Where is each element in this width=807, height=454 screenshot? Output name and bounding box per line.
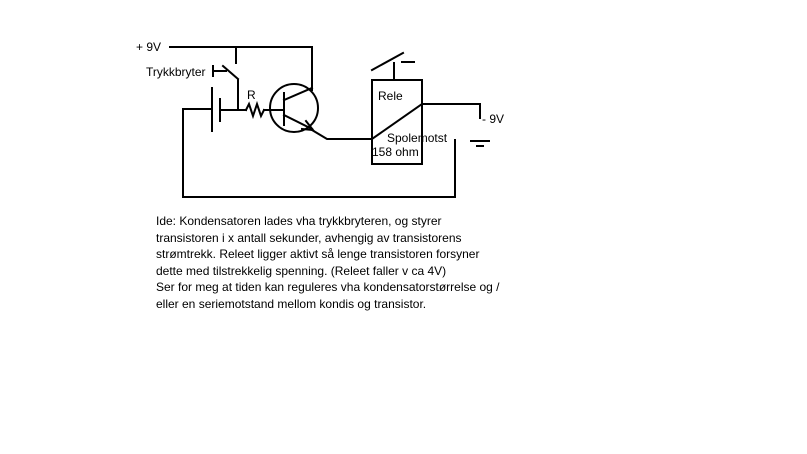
minus-9v-label: - 9V: [482, 112, 505, 126]
description-text: Ide: Kondensatoren lades vha trykkbryter…: [156, 213, 516, 312]
description-line: Ser for meg at tiden kan reguleres vha k…: [156, 280, 500, 294]
relay-box: [371, 79, 423, 165]
resistor-symbol: [244, 100, 266, 120]
transistor-collector: [282, 86, 314, 102]
transistor-body: [269, 83, 319, 133]
plus-9v-label: + 9V: [136, 40, 162, 54]
relay-contact-arm: [370, 51, 405, 72]
relay-coil-wire: [370, 102, 424, 141]
description-line: Ide: Kondensatoren lades vha trykkbryter…: [156, 214, 442, 228]
transistor-emitter: [282, 113, 314, 131]
coil-resistance-label: 158 ohm: [372, 145, 419, 159]
minus-rail-wire: [421, 103, 481, 119]
push-switch-label: Trykkbryter: [146, 65, 206, 79]
return-wire: [182, 108, 456, 198]
description-line: strømtrekk. Releet ligger aktivt så leng…: [156, 247, 480, 261]
description-line: transistoren i x antall sekunder, avheng…: [156, 230, 462, 245]
relay-label: Rele: [378, 89, 403, 103]
description-line: eller en seriemotstand mellom kondis og …: [156, 296, 427, 311]
description-line: dette med tilstrekkelig spenning. (Relee…: [156, 263, 447, 278]
emitter-wire: [310, 128, 373, 140]
resistor-label: R: [247, 88, 256, 102]
coil-label: Spolemotst: [387, 131, 448, 145]
push-switch-contact: [221, 64, 240, 81]
